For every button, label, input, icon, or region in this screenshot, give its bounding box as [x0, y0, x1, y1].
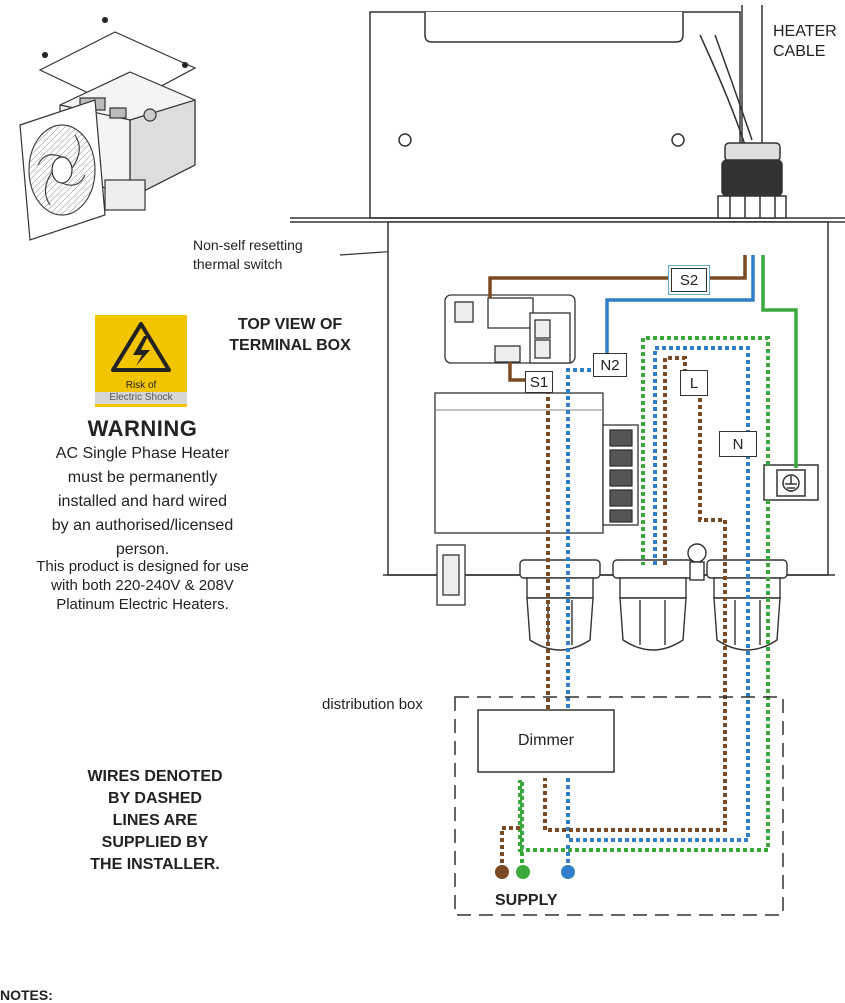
warning-body-line3: installed and hard wired	[58, 493, 227, 510]
top-view-heading: TOP VIEW OF TERMINAL BOX	[210, 314, 370, 356]
thermal-switch-label: Non-self resetting thermal switch	[193, 236, 303, 274]
terminal-label-n2: N2	[593, 353, 627, 377]
heater-cable-label-line1: HEATER	[773, 23, 837, 40]
product-note-line1: This product is designed for use	[36, 558, 249, 575]
top-view-heading-line2: TERMINAL BOX	[229, 337, 351, 354]
heater-unit-illustration	[19, 16, 197, 241]
electric-shock-hazard-sign	[95, 315, 187, 407]
supply-label: SUPPLY	[495, 892, 558, 909]
warning-body-line4: by an authorised/licensed	[51, 517, 234, 534]
warning-body: AC Single Phase Heater must be permanent…	[0, 442, 285, 562]
dashed-wires-note: WIRES DENOTED BY DASHED LINES ARE SUPPLI…	[55, 766, 255, 876]
distribution-box-label: distribution box	[322, 696, 423, 713]
terminal-label-s2: S2	[671, 268, 707, 292]
warning-body-line1: AC Single Phase Heater	[55, 445, 230, 462]
dimmer-label: Dimmer	[518, 732, 574, 749]
hazard-sign-text-line1: Risk of	[125, 380, 157, 391]
dashed-wires-note-line4: SUPPLIED BY	[101, 834, 209, 851]
top-view-heading-line1: TOP VIEW OF	[237, 316, 343, 333]
hazard-sign-text-line2: Electric Shock	[95, 392, 187, 404]
warning-body-line2: must be permanently	[67, 469, 218, 486]
terminal-block-module	[434, 392, 639, 534]
contactor	[444, 294, 576, 364]
heater-cable-label-line2: CABLE	[773, 43, 826, 60]
warning-title: WARNING	[87, 416, 198, 441]
product-note-line3: Platinum Electric Heaters.	[56, 596, 229, 613]
heater-housing	[290, 11, 845, 223]
dashed-wires-note-line3: LINES ARE	[112, 812, 198, 829]
distribution-box-outline	[454, 696, 784, 916]
supply-terminals	[495, 865, 575, 879]
terminal-label-l: L	[680, 370, 708, 396]
heater-cable-label: HEATER CABLE	[773, 22, 837, 62]
terminal-label-n: N	[719, 431, 757, 457]
heater-cable	[699, 5, 763, 146]
factory-wires	[488, 255, 798, 468]
mounting-clip	[436, 544, 466, 606]
notes-heading: NOTES:	[0, 987, 53, 1003]
terminal-label-s1: S1	[525, 371, 553, 393]
warning-body-line5: person.	[115, 541, 170, 558]
product-note-line2: with both 220-240V & 208V	[51, 577, 234, 594]
dimmer-box	[477, 709, 615, 773]
product-note: This product is designed for use with bo…	[0, 557, 285, 614]
dashed-wires-note-line5: THE INSTALLER.	[90, 856, 220, 873]
thermal-switch-label-line2: thermal switch	[193, 256, 283, 272]
installer-wires	[500, 336, 770, 870]
dashed-wires-note-line1: WIRES DENOTED	[87, 768, 223, 785]
dashed-wires-note-line2: BY DASHED	[108, 790, 202, 807]
hazard-sign-text: Risk of Electric Shock	[95, 380, 187, 404]
earth-terminal	[763, 464, 819, 501]
thermal-switch-label-line1: Non-self resetting	[193, 237, 303, 253]
